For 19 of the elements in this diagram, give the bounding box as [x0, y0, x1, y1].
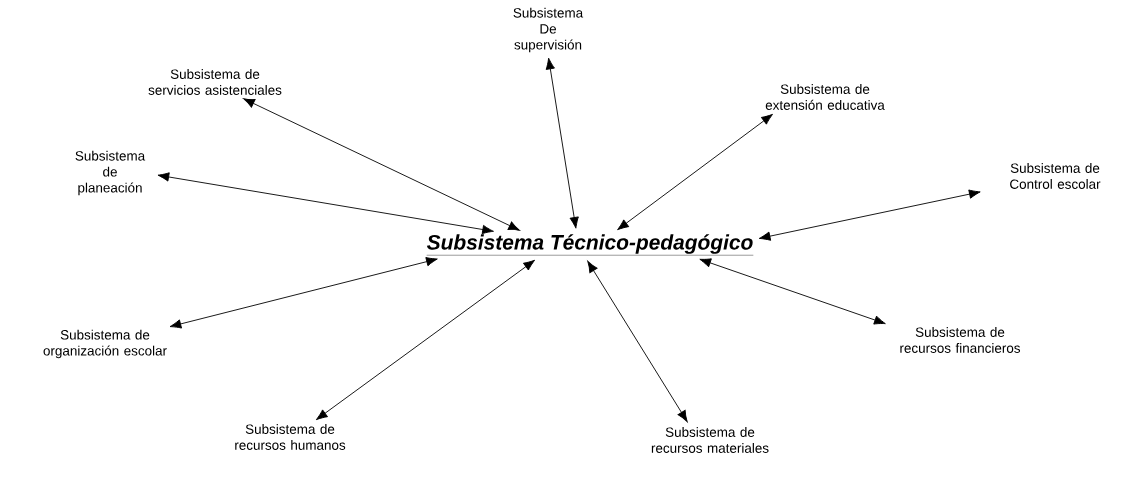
heading-text: Subsistema Técnico-pedagógico — [426, 234, 754, 256]
double-arrow — [617, 113, 773, 231]
subsystem-label: Subsistema de organización escolar — [43, 329, 167, 359]
double-arrow — [315, 259, 536, 421]
subsystem-label: Subsistema de Control escolar — [1010, 163, 1101, 189]
subsystem-label: Subsistema De supervisión — [513, 7, 584, 53]
subsystem-label: Subsistema de recursos humanos — [235, 424, 346, 450]
double-arrow — [758, 189, 981, 241]
double-arrow — [157, 172, 494, 235]
double-arrow — [169, 257, 438, 329]
subsystem-label: Subsistema de recursos materiales — [651, 427, 769, 453]
subsystem-label: Subsistema de extensión educativa — [765, 84, 885, 110]
double-arrow — [699, 258, 886, 325]
double-arrow — [587, 260, 688, 423]
subsystem-label: Subsistema de planeación — [75, 150, 146, 196]
double-arrow — [243, 98, 520, 231]
subsystem-label: Subsistema de recursos financieros — [900, 327, 1021, 353]
double-arrow — [545, 57, 579, 229]
subsystem-label: Subsistema de servicios asistenciales — [148, 69, 282, 95]
